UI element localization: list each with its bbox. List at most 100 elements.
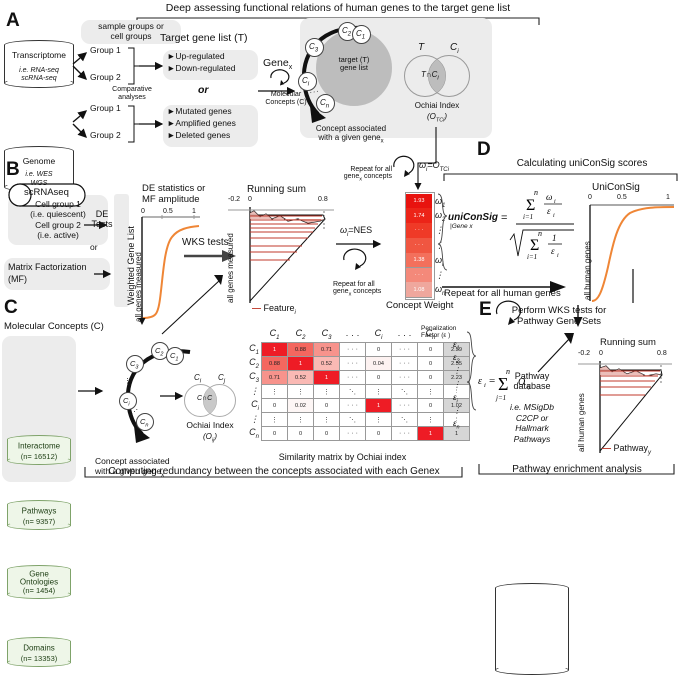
target-gene-list-title: Target gene list (T) xyxy=(160,32,248,44)
panel-c-venn-arrow xyxy=(160,391,184,401)
de-plot-xtick-05: 0.5 xyxy=(163,208,173,215)
matrix-epsilon-label: ⋮ xyxy=(453,406,461,415)
running-sum-e-ylabel: all human genes xyxy=(577,393,586,452)
nes-label: ωi=NES xyxy=(340,225,372,238)
matrix-cell: · · · xyxy=(339,398,366,413)
cell-group-2-label: Cell group 2 xyxy=(35,220,81,230)
matrix-col-header: C1 xyxy=(269,328,280,341)
concept-weight-label: ωi xyxy=(435,254,444,268)
svg-text:ω: ω xyxy=(546,192,552,202)
svg-text:n: n xyxy=(506,367,510,376)
matrix-cell: ⋮ xyxy=(417,384,444,399)
pathway-legend-sub: y xyxy=(648,449,652,456)
matrix-row-header: C3 xyxy=(249,371,259,384)
concept-weight-label: ⋮ xyxy=(435,269,444,280)
svg-text:i=1: i=1 xyxy=(523,213,533,221)
nes-omega: ω xyxy=(340,225,348,235)
svg-text:ε: ε xyxy=(551,246,555,256)
down-regulated-label: Down-regulated xyxy=(175,63,236,73)
panel-c-concept-node-c3 xyxy=(126,355,144,373)
svg-text:O: O xyxy=(518,377,525,388)
transcriptome-group-2: Group 2 xyxy=(90,72,121,82)
panel-a-concept-ellipsis: ⋮ xyxy=(303,60,310,67)
panel-b-mf-blob xyxy=(4,258,110,290)
panel-a-concept-caption-sub: x xyxy=(380,138,384,145)
uniconsig-xtick-05: 0.5 xyxy=(617,194,627,201)
venn-c-overlap-label: C∩C xyxy=(197,395,212,402)
matrix-epsilon-label: ⋮ xyxy=(453,366,461,376)
panel-d-repeat-cycle-icon xyxy=(495,300,522,325)
concept-weight-cell: 1.08 xyxy=(406,282,432,299)
panel-c-concept-caption: Concept associated with a given genex xyxy=(95,447,210,479)
de-plot-xtick-1: 1 xyxy=(192,208,196,215)
de-output-blob xyxy=(163,50,258,80)
running-sum-b-xtick-0: 0 xyxy=(248,196,252,203)
matrix-cell: 0.71 xyxy=(261,370,288,385)
matrix-cell: 0.02 xyxy=(287,398,314,413)
transcriptome-detail2: scRNA-seq xyxy=(21,75,57,83)
panel-c-concept-node-cn xyxy=(136,413,154,431)
matrix-cell: · · · xyxy=(339,356,366,371)
svg-text:ε: ε xyxy=(478,376,482,387)
matrix-cell: 0 xyxy=(313,398,340,413)
concept-weight-cell: 1.93 xyxy=(406,193,432,210)
target-gene-list-circle-label: target (T) gene list xyxy=(338,55,370,73)
mutated-genes-item: ►Mutated genes xyxy=(167,106,232,116)
concept-weight-cell: · · · xyxy=(406,237,432,254)
matrix-cell: 0 xyxy=(417,398,444,413)
or-label-a: or xyxy=(198,84,209,96)
svg-text:i: i xyxy=(484,382,486,389)
ochiai-to-weight-connector xyxy=(414,127,437,191)
de-plot-title: DE statistics or MF amplitude xyxy=(142,183,206,205)
concept-node-cn xyxy=(316,94,335,113)
matrix-penalization-cell: ⋮ xyxy=(443,384,470,399)
figure-title: Deep assessing functional relations of h… xyxy=(165,2,511,14)
venn-a-right-label: Ci xyxy=(450,42,459,55)
scrnaseq-cylinder xyxy=(8,183,86,207)
venn-c-left-label: Ci xyxy=(194,373,202,385)
de-tests-arrow xyxy=(84,220,108,230)
running-sum-e-xtick-0: 0 xyxy=(599,350,603,357)
matrix-cell: · · · xyxy=(339,342,366,357)
scrnaseq-label: scRNAseq xyxy=(24,187,69,198)
mf-arrow xyxy=(94,269,112,279)
ochiai-a-sub: TCi xyxy=(435,117,445,124)
svg-text:ij: ij xyxy=(527,383,531,390)
cell-group-2-detail: (i.e. active) xyxy=(37,230,79,240)
running-sum-e-xtick-08: 0.8 xyxy=(657,350,667,357)
uniconsig-formula-eq: = xyxy=(501,212,508,224)
feature-legend-swatch: — xyxy=(252,303,261,313)
matrix-penalization-cell: ⋮ xyxy=(443,412,470,427)
uniconsig-formula-name: uniConSig xyxy=(448,212,498,223)
svg-text:Σ: Σ xyxy=(530,237,539,254)
matrix-cell: · · · xyxy=(391,398,418,413)
uniconsig-formula-sub: |Gene x xyxy=(450,223,473,230)
svg-text:Σ: Σ xyxy=(526,197,535,214)
matrix-cell: 0.71 xyxy=(313,342,340,357)
pathway-database-detail: i.e. MSigDb C2CP or Hallmark Pathways xyxy=(510,402,554,444)
de-plot-y-arrow xyxy=(138,310,146,325)
matrix-cell: 0 xyxy=(417,370,444,385)
deleted-genes-label: Deleted genes xyxy=(175,130,231,140)
panel-c-to-b-arrow xyxy=(161,275,223,335)
running-sum-e-title: Running sum xyxy=(600,337,656,348)
interactome-name: Interactome xyxy=(17,441,61,451)
repeat-label-a-sub: x xyxy=(359,176,363,183)
uniconsig-formula-body: n Σ i=1 ω i ε i n Σ i=1 1 ε i xyxy=(509,188,574,261)
matrix-cell: ⋮ xyxy=(261,412,288,427)
matrix-epsilon-label: ε2 xyxy=(453,353,460,365)
running-sum-e-plot xyxy=(578,361,672,453)
domains-cylinder: Domains (n= 13353) xyxy=(7,637,71,667)
de-plot-xtick-0: 0 xyxy=(141,208,145,215)
svg-text:=: = xyxy=(489,375,495,387)
matrix-cell: 0 xyxy=(417,342,444,357)
matrix-epsilon-label: εi xyxy=(453,392,458,405)
matrix-cell: 0.52 xyxy=(287,370,314,385)
uniconsig-plot-axes xyxy=(589,204,675,303)
matrix-cell: 0.52 xyxy=(313,356,340,371)
concept-node-ci xyxy=(298,72,317,91)
matrix-factorization-label: Matrix Factorization xyxy=(8,262,87,272)
repeat-label-b-sub: x xyxy=(348,291,352,298)
panel-c-concept-caption-sub: x xyxy=(161,472,165,479)
